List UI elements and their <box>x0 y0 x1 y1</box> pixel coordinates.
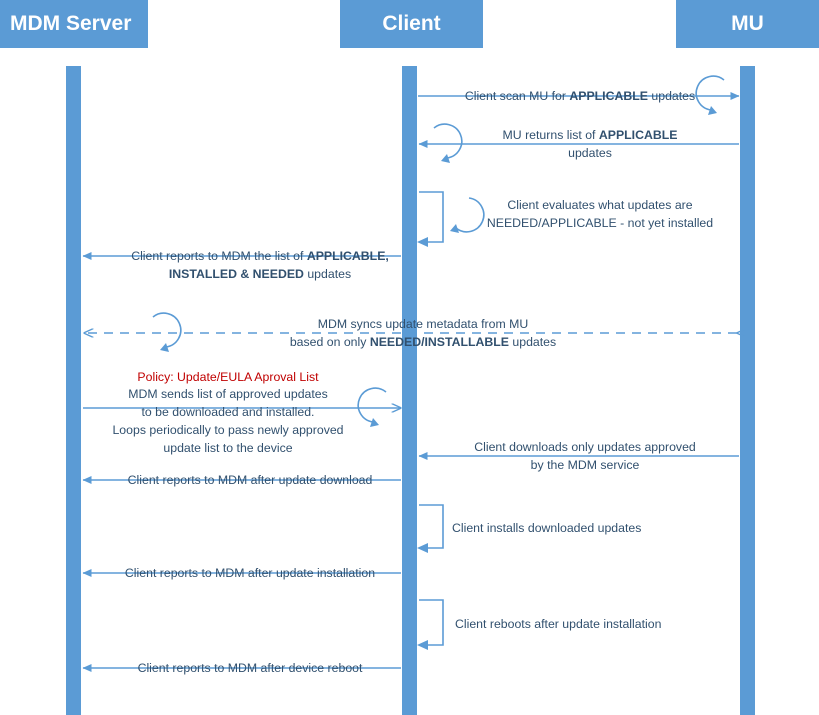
message-label-m11: Client reboots after update installation <box>455 617 662 631</box>
lifeline-mu <box>740 66 755 715</box>
message-label-m10: Client reports to MDM after update insta… <box>124 566 376 580</box>
message-arrow-m9 <box>417 504 444 553</box>
message-label-m4: Client reports to MDM the list of APPLIC… <box>131 249 389 281</box>
message-arrow-m11 <box>417 599 444 650</box>
actor-header-client[interactable]: Client <box>340 0 483 48</box>
lifeline-mdm-server <box>66 66 81 715</box>
message-label-m8: Client reports to MDM after update downl… <box>127 473 373 487</box>
lifeline-client <box>402 66 417 715</box>
actor-label-mdm-server: MDM Server <box>10 12 132 35</box>
message-label-m6-policy: Policy: Update/EULA Aproval List <box>137 370 319 384</box>
message-arrow-m3 <box>417 191 485 247</box>
message-label-m12: Client reports to MDM after device reboo… <box>137 661 363 675</box>
message-label-m1: Client scan MU for APPLICABLE updates <box>464 89 696 103</box>
actor-label-mu: MU <box>731 12 764 35</box>
actor-header-mdm-server[interactable]: MDM Server <box>0 0 148 48</box>
actor-label-client: Client <box>382 12 441 35</box>
message-label-m9: Client installs downloaded updates <box>452 521 642 535</box>
actor-header-mu[interactable]: MU <box>676 0 819 48</box>
